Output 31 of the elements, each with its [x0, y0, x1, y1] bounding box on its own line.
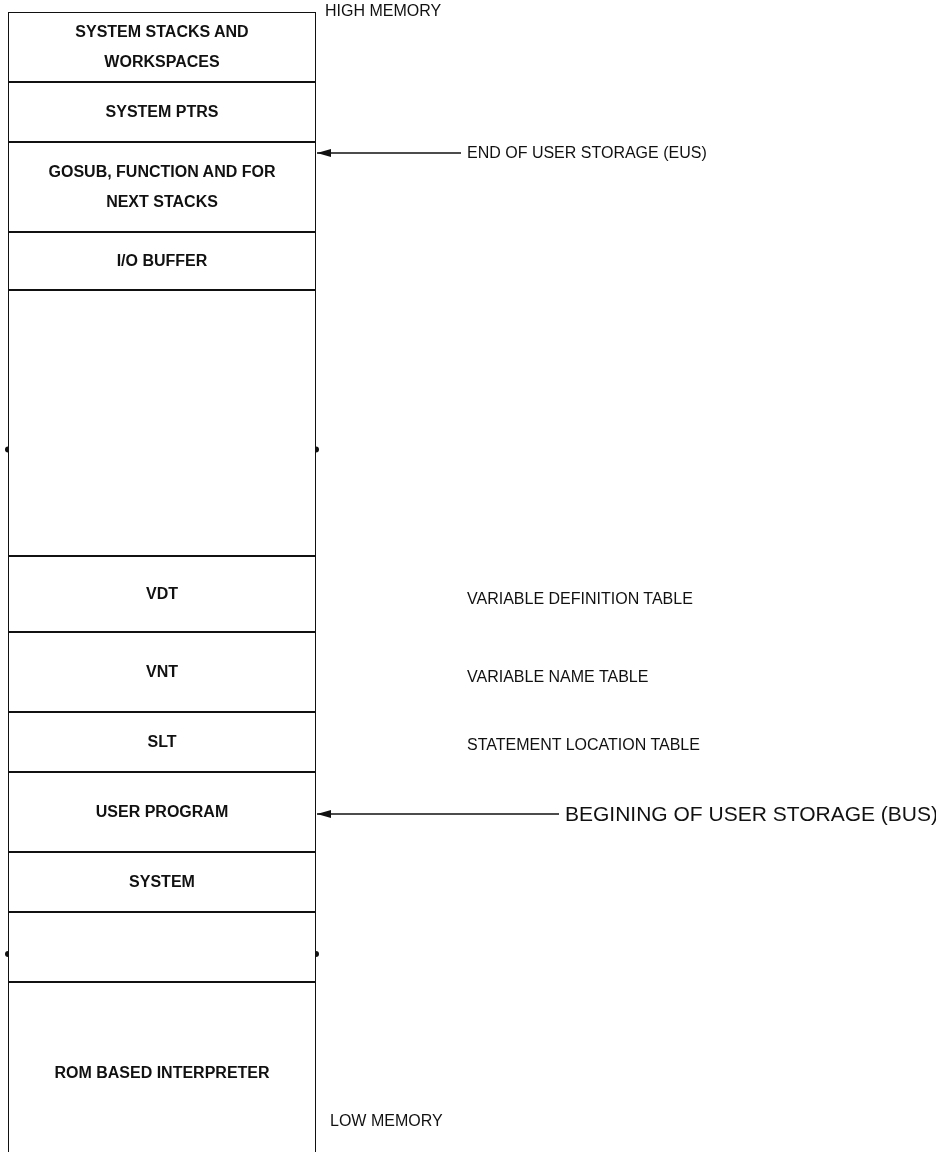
empty-memory-region-box	[8, 912, 316, 982]
memory-end-label: VARIABLE DEFINITION TABLE	[467, 590, 693, 608]
arrow	[316, 810, 560, 818]
memory-region-box	[8, 12, 316, 82]
memory-end-label: VARIABLE NAME TABLE	[467, 668, 649, 686]
region-name: SYSTEM STACKS AND WORKSPACES	[74, 22, 250, 72]
memory-region-box	[8, 556, 316, 632]
region-name: SLT	[147, 732, 177, 752]
region-name: GOSUB, FUNCTION AND FOR NEXT STACKS	[47, 162, 277, 212]
region-name: I/O BUFFER	[116, 251, 208, 271]
memory-region-box	[8, 712, 316, 772]
memory-end-label: STATEMENT LOCATION TABLE	[467, 736, 700, 754]
arrow	[316, 149, 462, 157]
region-name: VDT	[146, 584, 178, 604]
region-name: VNT	[146, 662, 178, 682]
memory-region-box	[8, 142, 316, 232]
region-name: SYSTEM PTRS	[105, 102, 219, 122]
memory-region-box	[8, 82, 316, 142]
memory-region-box	[8, 982, 316, 1152]
region-name: ROM BASED INTERPRETER	[54, 1062, 270, 1083]
memory-region-box	[8, 632, 316, 712]
pointer-label: END OF USER STORAGE (EUS)	[467, 144, 707, 162]
empty-memory-region-box	[8, 290, 316, 556]
memory-end-label: LOW MEMORY	[330, 1112, 443, 1130]
region-name: USER PROGRAM	[95, 802, 229, 822]
memory-region-box	[8, 852, 316, 912]
pointer-label: BEGINING OF USER STORAGE (BUS)	[565, 802, 936, 826]
memory-region-box	[8, 232, 316, 290]
region-name: SYSTEM	[129, 872, 195, 892]
memory-region-box	[8, 772, 316, 852]
memory-end-label: HIGH MEMORY	[325, 2, 442, 20]
